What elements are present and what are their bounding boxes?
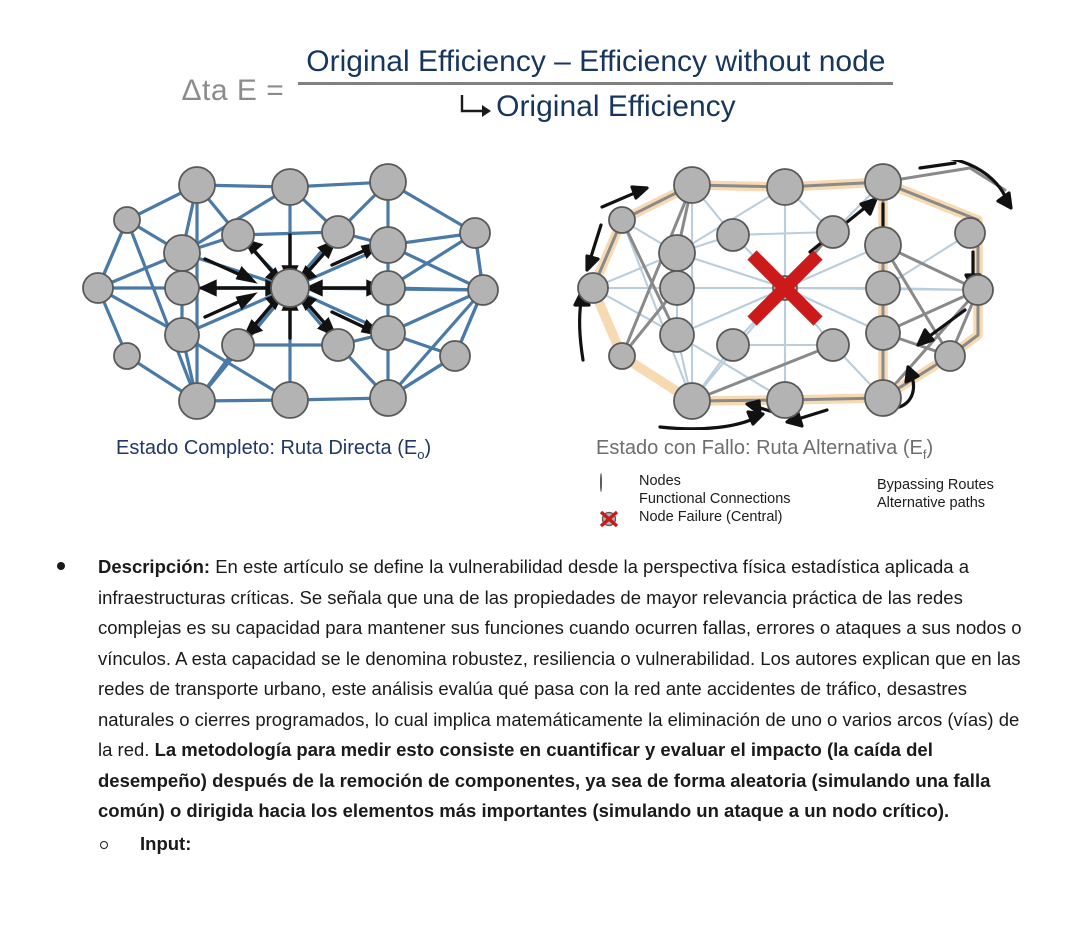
- legend-label-nodes: Nodes: [639, 473, 681, 490]
- formula-fraction-bar: [298, 82, 894, 86]
- network-nodes: [577, 163, 994, 420]
- gray-line-icon: [834, 496, 870, 512]
- caption-left-text: Estado Completo: Ruta Directa (E: [116, 437, 418, 459]
- elbow-arrow-right-icon: [460, 95, 492, 118]
- network-nodes: [82, 163, 499, 420]
- description-bold-tail: La metodología para medir esto consiste …: [98, 739, 991, 821]
- formula-left-hand-side: Δta E =: [181, 74, 285, 107]
- bullet-ring-icon: [100, 840, 108, 849]
- red-x-node-failure-icon: [596, 510, 632, 527]
- legend-label-functional-connections: Functional Connections: [639, 491, 791, 508]
- bullet-dot-icon: [57, 562, 65, 570]
- legend-item-bypassing-routes: Bypassing Routes: [834, 477, 994, 494]
- caption-right-text: Estado con Fallo: Ruta Alternativa (E: [596, 437, 923, 459]
- legend-label-alternative-paths: Alternative paths: [877, 495, 986, 512]
- bullet-description: Descripción: En este artículo se define …: [0, 552, 1075, 827]
- formula-fraction: Original Efficiency – Efficiency without…: [298, 44, 894, 125]
- caption-failure-state: Estado con Fallo: Ruta Alternativa (Ef): [596, 437, 933, 462]
- legend-item-alternative-paths: Alternative paths: [834, 495, 994, 512]
- caption-left-subscript: o: [417, 447, 425, 462]
- legend-column-left: Nodes Functional Connections: [596, 472, 791, 527]
- legend-label-node-failure: Node Failure (Central): [639, 509, 783, 526]
- formula-denominator-text: Original Efficiency: [496, 90, 736, 124]
- formula-numerator: Original Efficiency – Efficiency without…: [306, 45, 886, 78]
- network-diagrams: [0, 160, 1075, 440]
- description-label: Descripción:: [98, 556, 211, 577]
- caption-right-subscript: f: [922, 447, 927, 462]
- input-label: Input:: [140, 832, 192, 854]
- caption-left-close: ): [424, 437, 432, 459]
- formula-denominator-row: Original Efficiency: [298, 85, 893, 124]
- diagram-legend: Nodes Functional Connections: [596, 472, 1026, 533]
- legend-label-bypassing-routes: Bypassing Routes: [877, 477, 994, 494]
- legend-column-right: Bypassing Routes Alternative paths: [834, 477, 994, 513]
- body-text: Descripción: En este artículo se define …: [0, 552, 1075, 859]
- blue-line-icon: [596, 492, 632, 508]
- node-failure-x-icon: [747, 250, 823, 326]
- network-failure-state: [573, 160, 1013, 430]
- node-circle-icon: [596, 472, 632, 492]
- legend-item-nodes: Nodes: [596, 472, 791, 492]
- caption-right-close: ): [926, 437, 934, 459]
- orange-band-icon: [834, 478, 870, 494]
- caption-complete-state: Estado Completo: Ruta Directa (Eo): [116, 437, 431, 462]
- efficiency-formula: Δta E = Original Efficiency – Efficiency…: [0, 44, 1075, 125]
- description-text: En este artículo se define la vulnerabil…: [98, 556, 1022, 760]
- bullet-input: Input:: [0, 829, 1075, 860]
- legend-item-functional-connections: Functional Connections: [596, 491, 791, 508]
- legend-item-node-failure: Node Failure (Central): [596, 509, 791, 527]
- network-complete-state: [82, 163, 499, 420]
